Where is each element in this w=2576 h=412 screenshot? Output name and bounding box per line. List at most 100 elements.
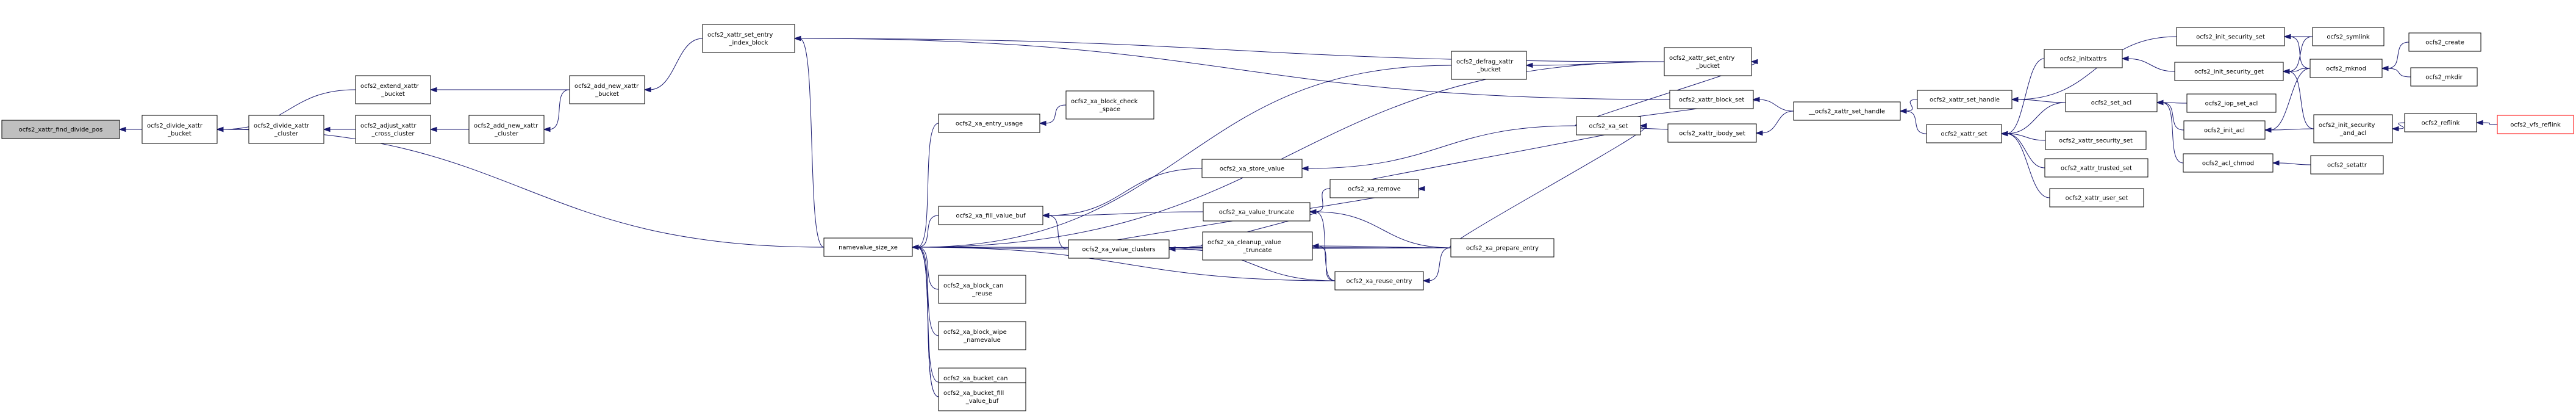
node-block_wipe[interactable]: ocfs2_xa_block_wipe_namevalue	[938, 321, 1026, 350]
node-extend_bucket[interactable]: ocfs2_extend_xattr_bucket	[355, 75, 431, 104]
node-box[interactable]	[1451, 51, 1527, 80]
node-init_acl[interactable]: ocfs2_init_acl	[2183, 120, 2266, 140]
node-box[interactable]	[2176, 27, 2285, 46]
node-box[interactable]	[2408, 32, 2481, 52]
node-value_clusters[interactable]: ocfs2_xa_value_clusters	[1068, 239, 1170, 259]
node-box[interactable]	[938, 114, 1040, 133]
node-box[interactable]	[1450, 238, 1555, 258]
node-box[interactable]	[1, 120, 120, 139]
node-box[interactable]	[2174, 62, 2284, 81]
node-box[interactable]	[1068, 239, 1170, 259]
node-box[interactable]	[1664, 47, 1752, 76]
node-box[interactable]	[2183, 120, 2266, 140]
node-xa_remove[interactable]: ocfs2_xa_remove	[1329, 179, 1419, 198]
node-block_check[interactable]: ocfs2_xa_block_check_space	[1065, 90, 1154, 120]
node-box[interactable]	[1667, 123, 1757, 143]
node-add_new_cluster[interactable]: ocfs2_add_new_xattr_cluster	[468, 115, 545, 144]
node-label-line: ocfs2_xa_reuse_entry	[1347, 278, 1412, 285]
node-box[interactable]	[2309, 59, 2383, 78]
node-box[interactable]	[702, 24, 795, 53]
node-box[interactable]	[1065, 90, 1154, 120]
node-init_security_get[interactable]: ocfs2_init_security_get	[2174, 62, 2284, 81]
node-box[interactable]	[355, 115, 431, 144]
node-box[interactable]	[938, 206, 1043, 225]
node-trusted_set[interactable]: ocfs2_xattr_trusted_set	[2044, 158, 2148, 178]
node-security_set[interactable]: ocfs2_xattr_security_set	[2045, 131, 2147, 150]
node-box[interactable]	[2183, 153, 2274, 173]
node-init_security_set[interactable]: ocfs2_init_security_set	[2176, 27, 2285, 46]
node-box[interactable]	[2186, 93, 2277, 113]
node-box[interactable]	[2049, 188, 2144, 208]
node-set_entry_index[interactable]: ocfs2_xattr_set_entry_index_block	[702, 24, 795, 53]
node-box[interactable]	[1203, 202, 1311, 222]
node-set_entry_bucket[interactable]: ocfs2_xattr_set_entry_bucket	[1664, 47, 1752, 76]
node-acl_chmod[interactable]: ocfs2_acl_chmod	[2183, 153, 2274, 173]
node-mkdir[interactable]: ocfs2_mkdir	[2410, 67, 2478, 87]
node-defrag[interactable]: ocfs2_defrag_xattr_bucket	[1451, 51, 1527, 80]
node-xattr_set_handle[interactable]: ocfs2_xattr_set_handle	[1917, 90, 2012, 109]
node-block_set[interactable]: ocfs2_xattr_block_set	[1669, 90, 1754, 109]
node-box[interactable]	[1926, 124, 2002, 143]
node-box[interactable]	[2310, 155, 2384, 175]
node-prepare_entry[interactable]: ocfs2_xa_prepare_entry	[1450, 238, 1555, 258]
node-box[interactable]	[1793, 101, 1901, 121]
node-box[interactable]	[823, 237, 913, 257]
node-store_value[interactable]: ocfs2_xa_store_value	[1201, 159, 1303, 178]
node-xattr_set_handle_inner[interactable]: __ocfs2_xattr_set_handle	[1793, 101, 1901, 121]
node-box[interactable]	[468, 115, 545, 144]
node-box[interactable]	[1576, 116, 1641, 136]
node-box[interactable]	[2410, 67, 2478, 87]
node-vfs_reflink[interactable]: ocfs2_vfs_reflink	[2497, 115, 2574, 134]
node-box[interactable]	[355, 75, 431, 104]
node-user_set[interactable]: ocfs2_xattr_user_set	[2049, 188, 2144, 208]
node-box[interactable]	[938, 275, 1026, 304]
node-label-line: ocfs2_setattr	[2327, 162, 2367, 169]
node-box[interactable]	[2312, 27, 2385, 46]
node-find_divide_pos[interactable]: ocfs2_xattr_find_divide_pos	[1, 120, 120, 139]
node-mknod[interactable]: ocfs2_mknod	[2309, 59, 2383, 78]
node-box[interactable]	[1669, 90, 1754, 109]
node-init_security_and_acl[interactable]: ocfs2_init_security_and_acl	[2313, 114, 2393, 143]
node-box[interactable]	[1917, 90, 2012, 109]
node-namevalue[interactable]: namevalue_size_xe	[823, 237, 913, 257]
node-box[interactable]	[2497, 115, 2574, 134]
node-bucket_fill[interactable]: ocfs2_xa_bucket_fill_value_buf	[938, 382, 1026, 411]
edge-line	[1047, 168, 1203, 216]
node-box[interactable]	[2065, 93, 2158, 112]
node-box[interactable]	[938, 321, 1026, 350]
node-box[interactable]	[569, 75, 645, 104]
node-box[interactable]	[2045, 131, 2147, 150]
node-symlink[interactable]: ocfs2_symlink	[2312, 27, 2385, 46]
node-box[interactable]	[1334, 271, 1424, 291]
node-box[interactable]	[938, 382, 1026, 411]
node-cleanup[interactable]: ocfs2_xa_cleanup_value_truncate	[1202, 231, 1313, 261]
node-reflink[interactable]: ocfs2_reflink	[2404, 113, 2477, 132]
node-value_truncate[interactable]: ocfs2_xa_value_truncate	[1203, 202, 1311, 222]
node-box[interactable]	[2313, 114, 2393, 143]
node-box[interactable]	[1202, 231, 1313, 261]
node-setattr[interactable]: ocfs2_setattr	[2310, 155, 2384, 175]
node-body_set[interactable]: ocfs2_xattr_ibody_set	[1667, 123, 1757, 143]
node-box[interactable]	[1201, 159, 1303, 178]
node-initxattrs[interactable]: ocfs2_initxattrs	[2044, 49, 2123, 68]
node-box[interactable]	[2044, 158, 2148, 178]
node-iop_set_acl[interactable]: ocfs2_iop_set_acl	[2186, 93, 2277, 113]
node-fill_value_buf[interactable]: ocfs2_xa_fill_value_buf	[938, 206, 1043, 225]
node-box[interactable]	[2044, 49, 2123, 68]
edge-line	[1044, 104, 1067, 124]
node-create[interactable]: ocfs2_create	[2408, 32, 2481, 52]
node-reuse_entry[interactable]: ocfs2_xa_reuse_entry	[1334, 271, 1424, 291]
node-divide_bucket[interactable]: ocfs2_divide_xattr_bucket	[141, 115, 218, 144]
node-box[interactable]	[248, 115, 324, 144]
node-block_can_reuse[interactable]: ocfs2_xa_block_can_reuse	[938, 275, 1026, 304]
node-divide_cluster[interactable]: ocfs2_divide_xattr_cluster	[248, 115, 324, 144]
node-adjust_cross[interactable]: ocfs2_adjust_xattr_cross_cluster	[355, 115, 431, 144]
node-xa_set[interactable]: ocfs2_xa_set	[1576, 116, 1641, 136]
node-box[interactable]	[2404, 113, 2477, 132]
node-set_acl[interactable]: ocfs2_set_acl	[2065, 93, 2158, 112]
node-box[interactable]	[1329, 179, 1419, 198]
node-xattr_set[interactable]: ocfs2_xattr_set	[1926, 124, 2002, 143]
node-add_new_bucket[interactable]: ocfs2_add_new_xattr_bucket	[569, 75, 645, 104]
node-box[interactable]	[141, 115, 218, 144]
node-entry_usage[interactable]: ocfs2_xa_entry_usage	[938, 114, 1040, 133]
